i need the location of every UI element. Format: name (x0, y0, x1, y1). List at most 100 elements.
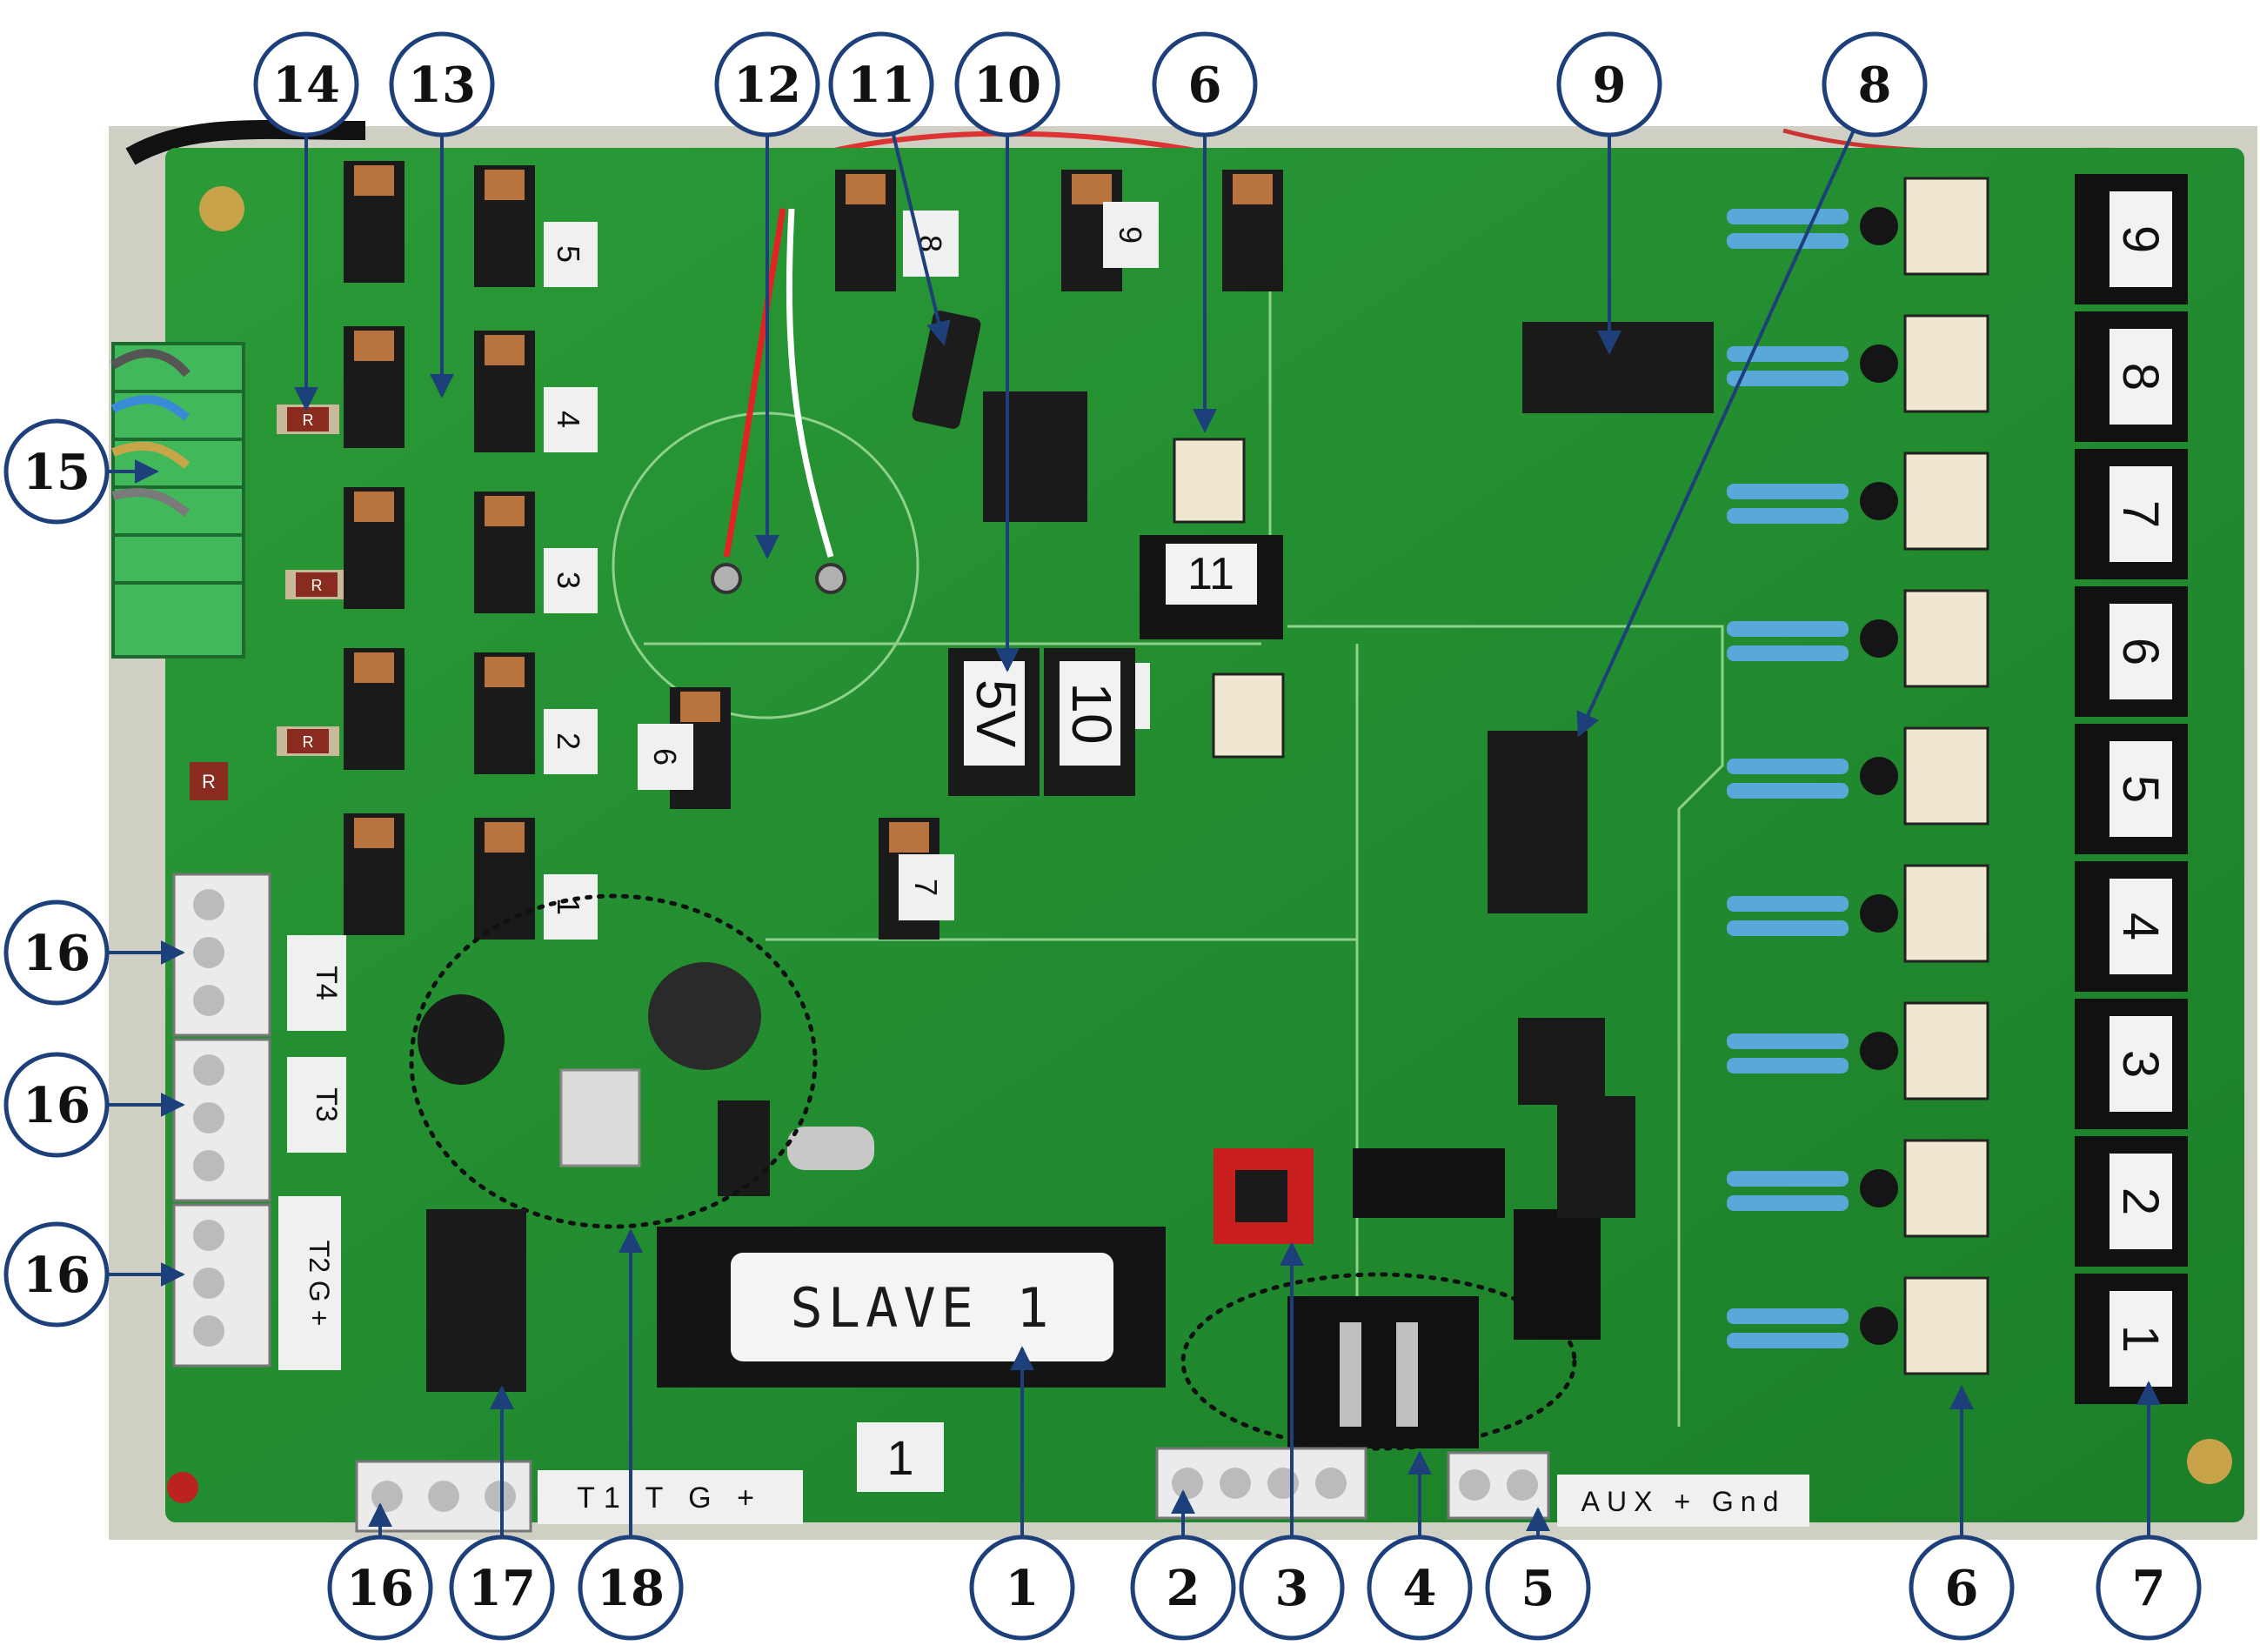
optocoupler (1903, 864, 1989, 963)
pcb-board (165, 148, 2244, 1522)
callout-circle-11 (828, 31, 934, 137)
driver-tag (899, 854, 954, 920)
t3-tag (287, 1057, 346, 1153)
optocoupler (1903, 177, 1989, 276)
callout-number-14: 14 (272, 57, 340, 114)
callout-circle-10 (954, 31, 1060, 137)
callout-circle-7 (2096, 1535, 2202, 1641)
optocoupler (1903, 451, 1989, 551)
channel-tag (544, 874, 598, 940)
relay-11-label: 11 (1187, 549, 1234, 599)
callout-number-3: 3 (1275, 1560, 1309, 1617)
callout-number-5: 5 (1521, 1560, 1555, 1617)
callout-circle-2 (1130, 1535, 1236, 1641)
resistor-label: R (303, 733, 314, 751)
channel-number-label: 1 (2112, 1325, 2169, 1353)
callout-number-2: 2 (1167, 1560, 1200, 1617)
switch-4 (1287, 1296, 1479, 1448)
callout-number-18: 18 (597, 1560, 665, 1617)
callout-number-16: 16 (23, 1247, 90, 1304)
mounting-screw (167, 1472, 198, 1503)
channel-tag (544, 548, 598, 613)
callout-number-13: 13 (408, 57, 476, 114)
callout-number-6: 6 (1945, 1560, 1979, 1617)
callout-number-12: 12 (733, 57, 801, 114)
ic-17 (426, 1209, 526, 1392)
regulator-5v-label: 5V (965, 679, 1027, 748)
resistor-label: R (303, 411, 314, 429)
highlight-region-3-4 (1180, 1272, 1577, 1451)
pair-tag-label: 3 (551, 572, 586, 589)
terminal-label-t3: T3 (310, 1087, 343, 1122)
driver-tag-label: 7 (908, 879, 944, 896)
terminal-label-aux: AUX + Gnd (1581, 1486, 1786, 1517)
callout-number-1: 1 (1006, 1560, 1040, 1617)
callout-number-8: 8 (1858, 57, 1892, 114)
red-lead (723, 208, 786, 558)
callout-circle-1 (969, 1535, 1075, 1641)
optocoupler (1903, 589, 1989, 688)
optocoupler (1903, 1139, 1989, 1238)
pair-tag-label: 5 (551, 245, 586, 263)
green-screw-terminal (111, 342, 245, 659)
callout-number-15: 15 (23, 444, 90, 501)
callout-circle-5 (1485, 1535, 1591, 1641)
screw-post (815, 563, 846, 594)
terminal-label-t4: T4 (310, 966, 343, 1000)
callout-circle-18 (578, 1535, 684, 1641)
t1-tag (538, 1470, 803, 1524)
optocoupler-top (1173, 438, 1285, 759)
resistor-label: R (311, 577, 323, 594)
terminal-label-t2: T2 G + (304, 1241, 335, 1327)
board-number-label: 1 (886, 1430, 913, 1485)
callout-circle-16 (3, 1221, 110, 1328)
callout-number-9: 9 (1593, 57, 1627, 114)
screw-post (711, 563, 742, 594)
callout-arrow (1576, 129, 1855, 738)
optocoupler (1903, 1001, 1989, 1100)
ic-9 (1522, 322, 1714, 413)
callout-circle-14 (253, 31, 359, 137)
mounting-screw (2187, 1439, 2232, 1484)
channel-tag (544, 222, 598, 287)
callout-circle-8 (1822, 31, 1928, 137)
callout-arrow (891, 132, 951, 346)
channel-number-label: 3 (2112, 1050, 2169, 1078)
driver-tag-label: 6 (647, 748, 683, 766)
callout-number-10: 10 (973, 57, 1041, 114)
channel-number-label: 8 (2112, 363, 2169, 391)
callout-circle-6 (1152, 31, 1258, 137)
callout-number-16: 16 (23, 1077, 90, 1134)
channel-number-label: 5 (2112, 775, 2169, 803)
t4-tag (287, 935, 346, 1031)
channel-tag (544, 387, 598, 452)
callout-number-4: 4 (1403, 1560, 1437, 1617)
callout-circle-17 (449, 1535, 555, 1641)
driver-tag-label: 9 (1113, 226, 1148, 244)
channel-number-label: 6 (2112, 638, 2169, 665)
callout-number-7: 7 (2132, 1560, 2166, 1617)
callout-circle-9 (1556, 31, 1662, 137)
callout-number-16: 16 (346, 1560, 414, 1617)
callout-circle-16 (3, 900, 110, 1006)
regulator-10-label: 10 (1060, 682, 1123, 744)
callout-circle-12 (714, 31, 820, 137)
regulator-heatsink (983, 391, 1087, 522)
ic-8 (1488, 731, 1588, 913)
colored-wires (110, 349, 191, 517)
pair-tag-label: 4 (551, 411, 586, 428)
terminal-label-t1: T1 T G + (577, 1481, 763, 1515)
aux-tag (1557, 1475, 1809, 1527)
resistor-label: R (202, 771, 216, 793)
driver-tag (903, 211, 959, 277)
callout-circle-15 (3, 418, 110, 525)
callout-circle-16 (327, 1535, 433, 1641)
mounting-screw (199, 186, 244, 231)
driver-tag (1103, 202, 1159, 268)
optocoupler (1903, 314, 1989, 413)
callout-number-17: 17 (468, 1560, 536, 1617)
terminal-slots (113, 390, 244, 585)
